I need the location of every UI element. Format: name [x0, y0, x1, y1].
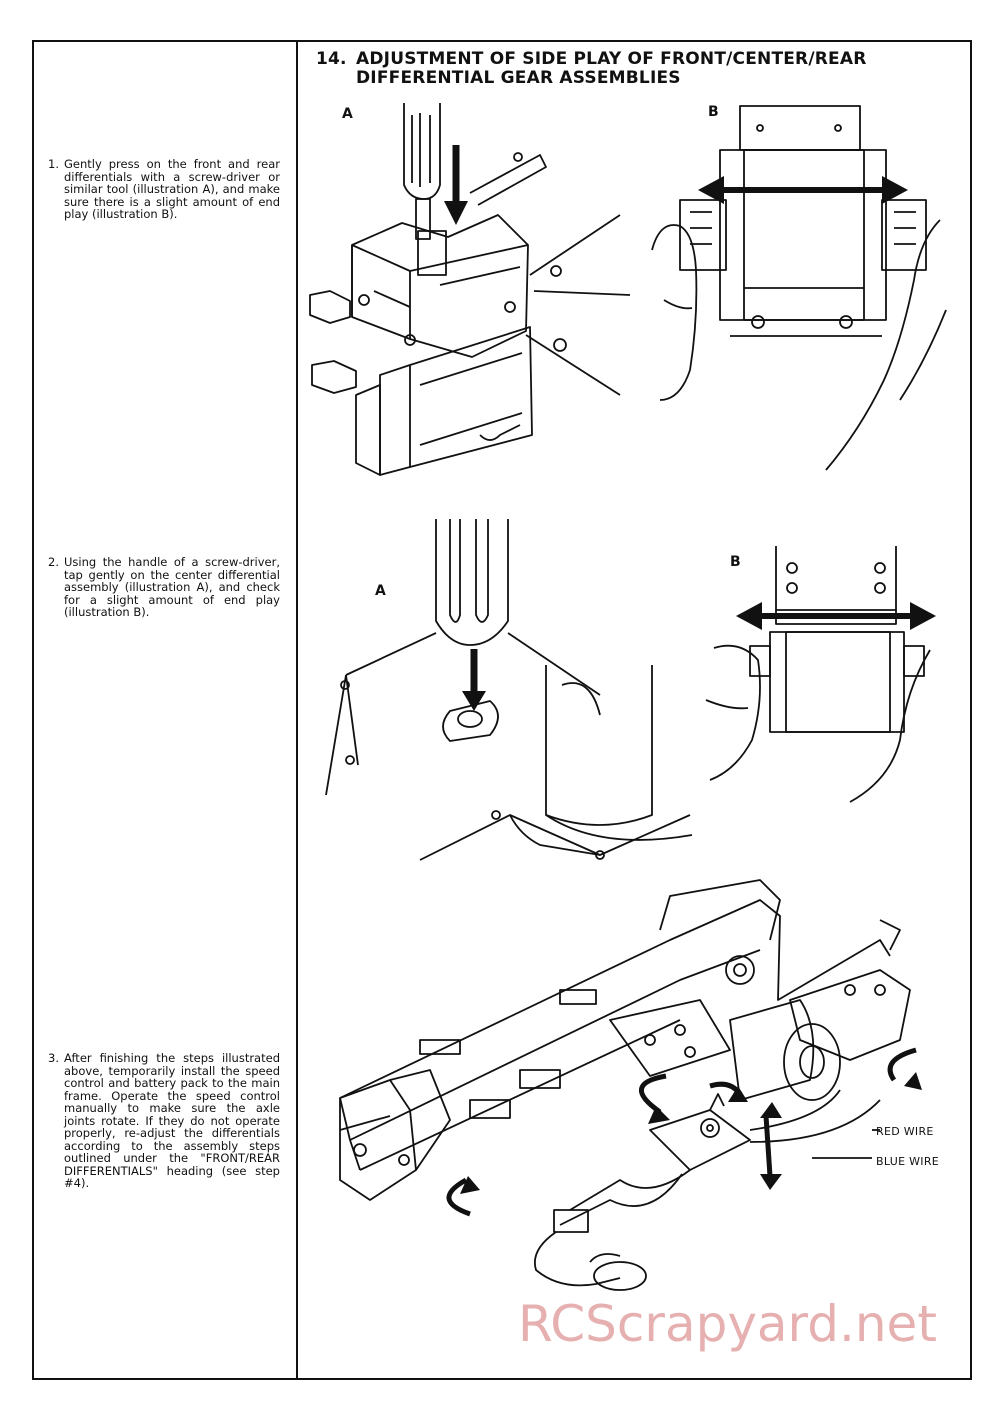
figure-1a-label: A — [342, 106, 353, 122]
blue-wire-label: BLUE WIRE — [876, 1155, 940, 1168]
step-number: 3. — [48, 1051, 59, 1065]
illustration-1a — [309, 103, 631, 476]
figure-2a-label: A — [375, 583, 386, 599]
step-number: 2. — [48, 555, 59, 569]
column-divider — [296, 40, 298, 1380]
watermark: RCScrapyard.net — [518, 1295, 937, 1353]
red-wire-label: RED WIRE — [876, 1125, 934, 1138]
figure-1b-label: B — [708, 104, 719, 120]
page-frame — [32, 40, 972, 1380]
step-1: 1. Gently press on the front and rear di… — [48, 158, 280, 221]
step-2: 2. Using the handle of a screw-driver, t… — [48, 556, 280, 619]
step-3: 3. After finishing the steps illustrated… — [48, 1052, 280, 1190]
heading-line-1: ADJUSTMENT OF SIDE PLAY OF FRONT/CENTER/… — [356, 49, 867, 69]
step-text: After finishing the steps illustrated ab… — [64, 1051, 280, 1190]
step-number: 1. — [48, 157, 59, 171]
section-heading: 14. ADJUSTMENT OF SIDE PLAY OF FRONT/CENT… — [316, 50, 956, 88]
illustration-2b — [705, 546, 936, 803]
illustration-3-frame-assembly — [339, 879, 922, 1291]
section-number: 14. — [316, 49, 347, 69]
step-text: Gently press on the front and rear diffe… — [64, 157, 280, 221]
step-text: Using the handle of a screw-driver, tap … — [64, 555, 280, 619]
heading-line-2: DIFFERENTIAL GEAR ASSEMBLIES — [356, 68, 681, 88]
illustration-2a — [325, 519, 693, 861]
figure-2b-label: B — [730, 554, 741, 570]
illustration-1b — [651, 105, 947, 471]
